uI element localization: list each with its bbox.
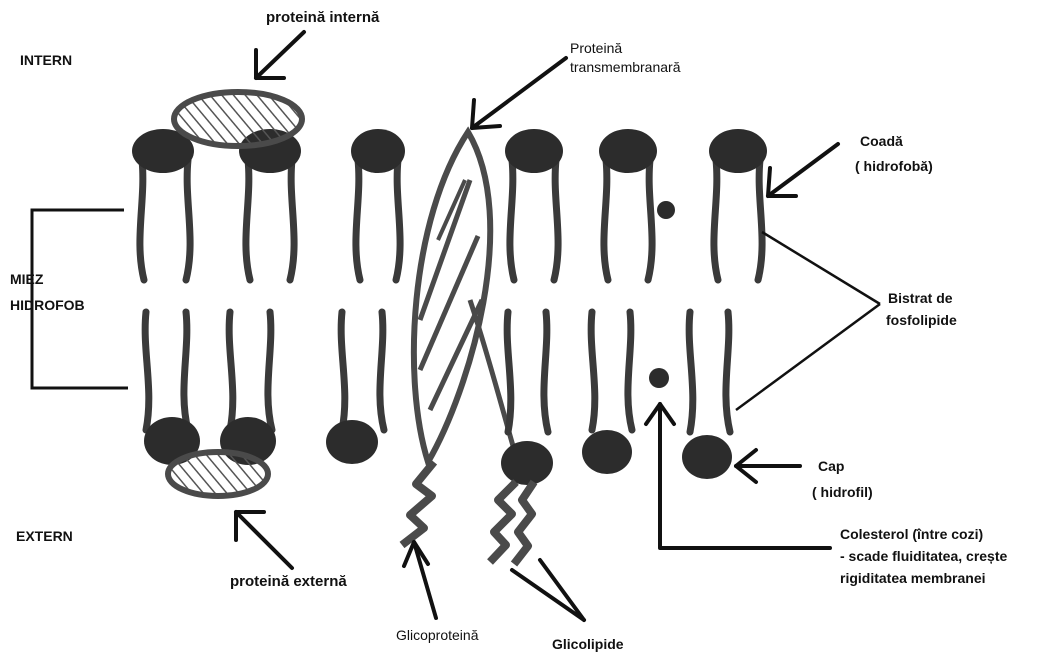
cholesterol-label-line3: rigiditatea membranei xyxy=(840,570,986,587)
glycolipid-chain-1 xyxy=(490,482,516,562)
phospholipid-upper-4 xyxy=(505,129,563,280)
phospholipid-upper-6 xyxy=(709,129,767,280)
phospholipid-lower-3 xyxy=(326,312,384,464)
internal-protein-label: proteină internă xyxy=(266,9,379,26)
head-label-line1: Cap xyxy=(818,458,844,475)
glycolipid-chain-2 xyxy=(514,482,534,564)
phospholipid-lower-5 xyxy=(582,312,632,474)
glycoprotein-chain xyxy=(402,462,434,545)
hydrophilic-head xyxy=(599,129,657,173)
cholesterol-molecule xyxy=(649,368,669,388)
transmembrane-protein xyxy=(414,132,520,470)
phospholipid-upper-3 xyxy=(351,129,405,280)
core-label-line2: HIDROFOB xyxy=(10,297,85,314)
hydrophilic-head xyxy=(582,430,632,474)
head-arrow xyxy=(736,450,800,482)
cholesterol-label-line1: Colesterol (între cozi) xyxy=(840,526,983,543)
phospholipid-upper-1 xyxy=(132,129,194,280)
external-protein-arrow xyxy=(236,512,292,568)
hydrophilic-head xyxy=(351,129,405,173)
hydrophilic-head xyxy=(501,441,553,485)
glycoprotein-arrow xyxy=(404,542,436,618)
bilayer-label-line2: fosfolipide xyxy=(886,312,957,329)
cholesterol-molecule xyxy=(657,201,675,219)
head-label-line2: ( hidrofil) xyxy=(812,484,873,501)
tail-label-line2: ( hidrofobă) xyxy=(855,158,933,175)
hydrophilic-head xyxy=(326,420,378,464)
phospholipid-lower-2 xyxy=(220,312,276,465)
internal-protein-arrow xyxy=(256,32,304,78)
transmembrane-arrow xyxy=(472,58,566,128)
cholesterol-arrow xyxy=(646,404,830,548)
bilayer-pointer-lines xyxy=(736,232,880,410)
external-protein-label: proteină externă xyxy=(230,573,347,590)
transmembrane-label-line1: Proteină xyxy=(570,40,622,57)
internal-protein xyxy=(174,92,302,146)
hydrophilic-head xyxy=(682,435,732,479)
hydrophilic-head xyxy=(709,129,767,173)
phospholipid-upper-2 xyxy=(239,129,301,280)
glycolipids-label: Glicolipide xyxy=(552,636,624,653)
phospholipid-lower-4 xyxy=(501,312,553,485)
extern-label: EXTERN xyxy=(16,528,73,545)
intern-label: INTERN xyxy=(20,52,72,69)
cholesterol-label-line2: - scade fluiditatea, crește xyxy=(840,548,1007,565)
glycoprotein-label: Glicoproteină xyxy=(396,627,479,644)
phospholipid-lower-6 xyxy=(682,312,732,479)
hydrophilic-head xyxy=(505,129,563,173)
tail-label-line1: Coadă xyxy=(860,133,903,150)
tail-arrow xyxy=(768,144,838,196)
transmembrane-label-line2: transmembranară xyxy=(570,59,681,76)
phospholipid-upper-5 xyxy=(599,129,657,280)
core-label-line1: MIEZ xyxy=(10,271,43,288)
glycolipids-arrow xyxy=(512,560,584,620)
phospholipid-lower-1 xyxy=(144,312,200,465)
bilayer-label-line1: Bistrat de xyxy=(888,290,953,307)
external-protein xyxy=(168,452,268,496)
